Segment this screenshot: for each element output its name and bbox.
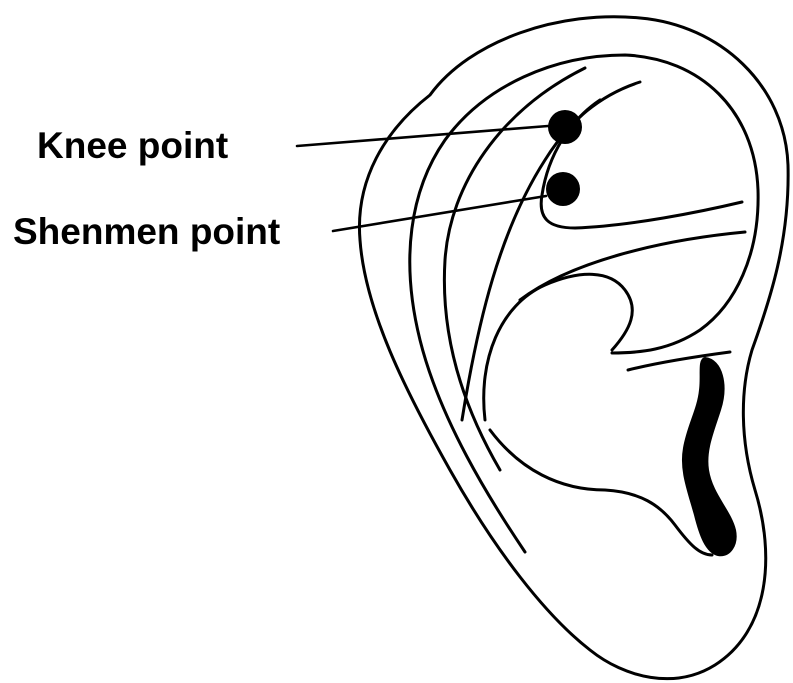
shenmen-point-marker [546, 172, 580, 206]
inferior-crus-line [520, 232, 745, 300]
knee-point-marker [548, 110, 582, 144]
knee-leader-line [297, 126, 548, 146]
concha-bowl-line [490, 430, 712, 555]
shenmen-point-label: Shenmen point [13, 213, 280, 250]
shenmen-leader-line [333, 196, 546, 231]
knee-point-label: Knee point [37, 127, 228, 164]
ear-canal-shape [683, 358, 736, 555]
concha-line [484, 274, 633, 420]
